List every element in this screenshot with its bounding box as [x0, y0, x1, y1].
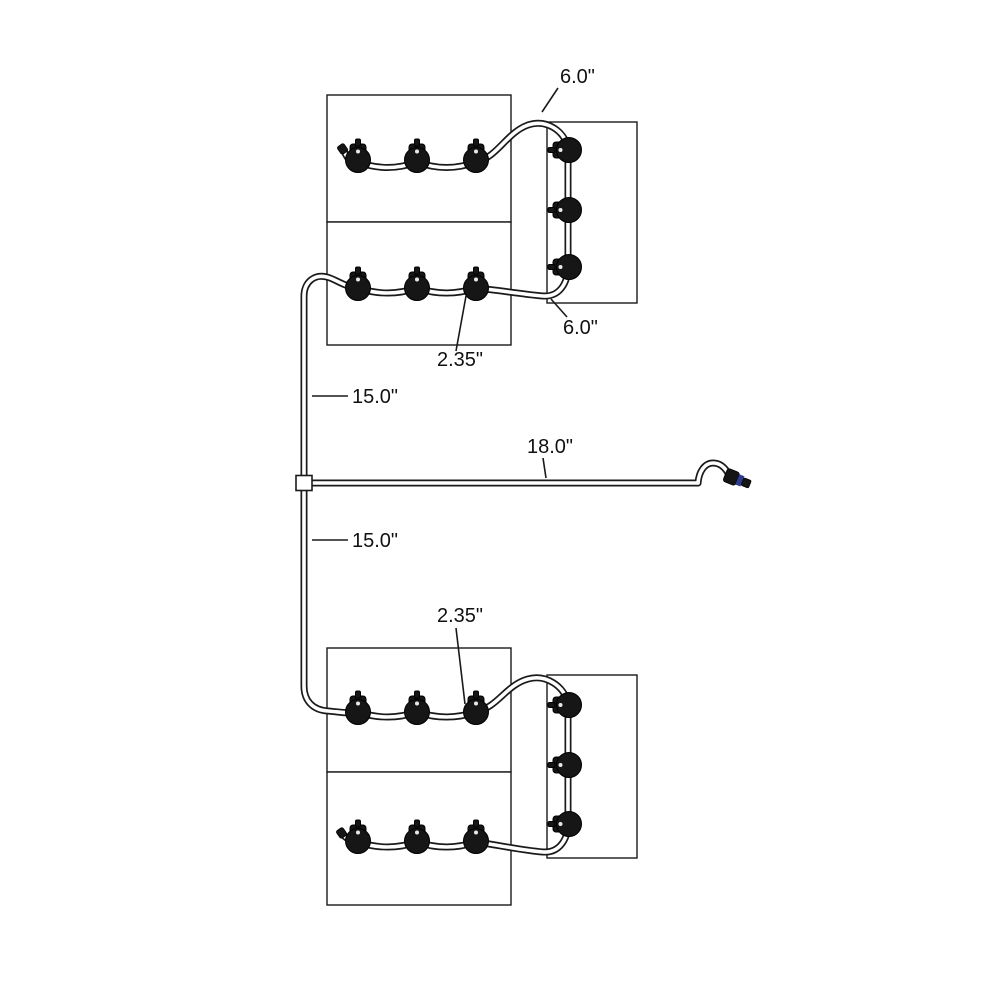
panel-group: [326, 94, 638, 906]
hose-connector: [723, 468, 752, 489]
label-main-supply-length: 18.0": [527, 436, 573, 458]
end-plug-bottom: [336, 827, 348, 839]
leader-main-supply: [542, 457, 547, 479]
connector-collar: [735, 474, 745, 487]
label-lower-riser-length: 15.0": [352, 530, 398, 552]
label-upper-riser-length: 15.0": [352, 386, 398, 408]
label-top-curve-length: 6.0": [560, 66, 595, 88]
tee-fitting: [295, 474, 313, 492]
measurement-labels: 6.0" 6.0" 2.35" 15.0" 18.0" 15.0" 2.35": [352, 66, 598, 627]
leader-upper-spacing: [455, 295, 467, 352]
label-upper-emitter-spacing: 2.35": [437, 349, 483, 371]
leader-top-curve: [541, 87, 559, 113]
end-plug-top: [337, 143, 349, 155]
label-lower-emitter-spacing: 2.35": [437, 605, 483, 627]
leader-right-return: [550, 298, 568, 318]
leader-lines: [312, 87, 568, 705]
leader-lower-spacing: [455, 627, 466, 705]
label-right-return-length: 6.0": [563, 317, 598, 339]
